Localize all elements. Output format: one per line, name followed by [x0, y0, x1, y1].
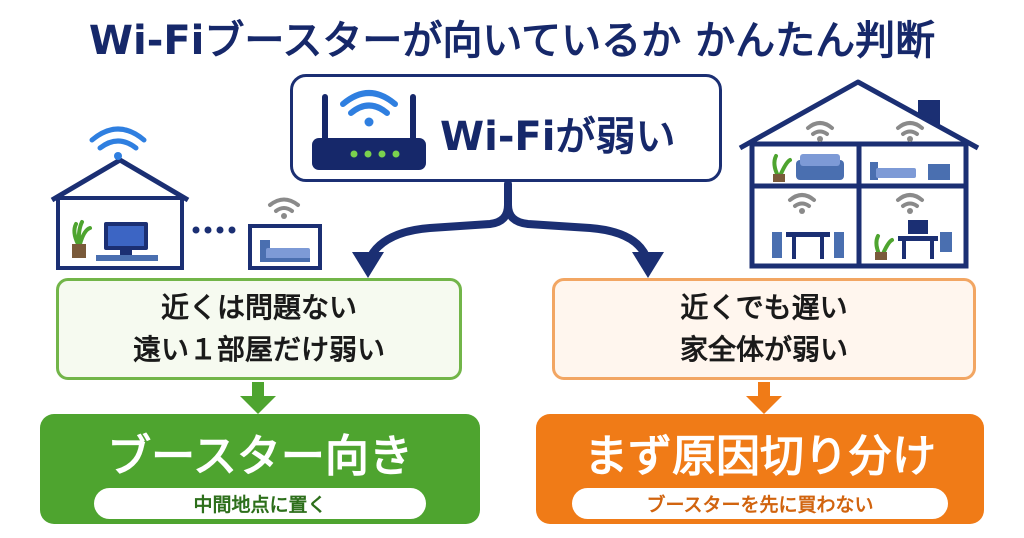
down-arrow-right	[746, 382, 782, 414]
condition-left-line1: 近くは問題ない	[160, 291, 357, 324]
branch-arrows	[364, 180, 652, 266]
small-house-icon	[50, 126, 190, 270]
result-right-label: まず原因切り分け	[584, 431, 936, 482]
result-diagnose-first: まず原因切り分け ブースターを先に買わない	[536, 414, 984, 524]
big-house-icon	[738, 79, 980, 269]
result-left-label: ブースター向き	[107, 431, 413, 482]
arrow-head-left	[352, 252, 384, 278]
distance-dots	[192, 226, 236, 234]
result-left-note: 中間地点に置く	[94, 488, 426, 519]
weak-wifi-label: Wi-Fiが弱い	[440, 114, 676, 160]
condition-left-line2: 遠い１部屋だけ弱い	[132, 333, 385, 366]
condition-whole-house-weak: 近くでも遅い 家全体が弱い	[552, 278, 976, 380]
far-room-icon	[248, 197, 322, 270]
condition-near-ok-far-weak: 近くは問題ない 遠い１部屋だけ弱い	[56, 278, 462, 380]
result-right-note: ブースターを先に買わない	[572, 488, 948, 519]
condition-right-line1: 近くでも遅い	[680, 291, 848, 324]
arrow-head-right	[632, 252, 664, 278]
page-title: Wi-Fiブースターが向いているか かんたん判断	[88, 18, 936, 64]
router-icon	[312, 90, 426, 170]
down-arrow-left	[240, 382, 276, 414]
result-booster-suitable: ブースター向き 中間地点に置く	[40, 414, 480, 524]
condition-right-line2: 家全体が弱い	[679, 333, 848, 366]
